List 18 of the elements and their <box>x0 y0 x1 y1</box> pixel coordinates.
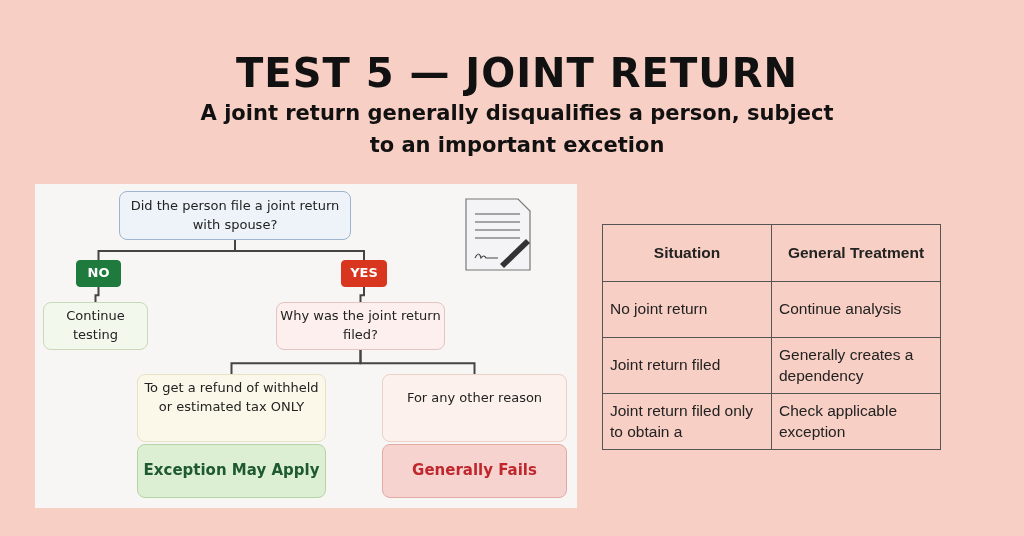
connector-line <box>359 286 365 303</box>
result-box: Continue testing <box>43 302 148 350</box>
condition-box: To get a refund of withheld or estimated tax ONLY <box>137 374 326 442</box>
subtitle: A joint return generally disqualifies a person, subject to an important excetion <box>199 100 835 159</box>
condition-box: For any other reason <box>382 374 567 442</box>
table-header-cell: General Treatment <box>771 224 941 282</box>
answer-tag: YES <box>341 260 387 287</box>
outcome-box: Generally Fails <box>382 444 567 498</box>
connector-line <box>94 286 100 303</box>
connector-line <box>359 349 476 375</box>
table-header-cell: Situation <box>602 224 772 282</box>
decision-box: Why was the joint return filed? <box>276 302 445 350</box>
table-cell: Check applicable exception <box>771 393 941 450</box>
decision-box: Did the person file a joint return with spouse? <box>119 191 351 240</box>
title: TEST 5 — JOINT RETURN <box>235 50 799 96</box>
answer-tag: NO <box>76 260 121 287</box>
outcome-box: Exception May Apply <box>137 444 326 498</box>
table-cell: Joint return filed only to obtain a <box>602 393 772 450</box>
